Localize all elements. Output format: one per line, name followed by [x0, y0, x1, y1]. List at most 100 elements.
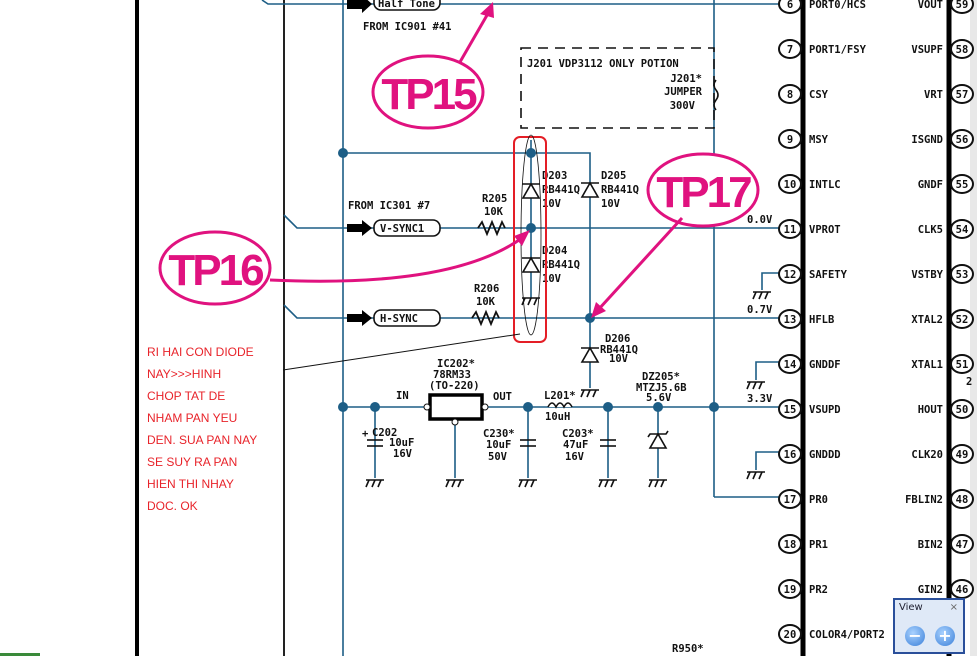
jumper-type: JUMPER [664, 86, 703, 98]
pin-circle [778, 309, 802, 329]
ic202-ref: IC202* [437, 358, 475, 370]
note-line: CHOP TAT DE [147, 389, 225, 403]
note-line: NAY>>>HINH [147, 367, 221, 381]
ic202-out: OUT [493, 391, 512, 403]
pin-name: GNDF [918, 179, 943, 191]
pin-number: 56 [956, 134, 969, 146]
pin-name: PORT0/HCS [809, 0, 866, 11]
r206-value: 10K [476, 296, 496, 308]
resistor-r206 [471, 309, 500, 327]
pin-number: 47 [956, 539, 969, 551]
note-line: HIEN THI NHAY [147, 477, 234, 491]
pin-number: 46 [956, 584, 969, 596]
jumper-title: J201 VDP3112 ONLY POTION [527, 58, 679, 70]
pin-circle [950, 129, 974, 149]
pin-circle [950, 219, 974, 239]
r205-value: 10K [484, 206, 504, 218]
tp16-label: TP16 [168, 246, 263, 295]
zener-dz205 [647, 430, 669, 449]
pin-number: 52 [956, 314, 969, 326]
jumper-ref: J201* [670, 73, 702, 85]
pin-number: 53 [956, 269, 969, 281]
pin-circle [950, 0, 974, 14]
c202-ref: + [362, 428, 368, 440]
pin-number: 54 [956, 224, 969, 236]
ic202-part: 78RM33 [433, 369, 471, 381]
dz205-part: MTZJ5.6B [636, 382, 687, 394]
d205-ref: D205 [601, 170, 626, 182]
dz205-v: 5.6V [646, 392, 672, 404]
resistor-r205 [477, 219, 506, 237]
tp16-annotation: TP16 [158, 230, 530, 306]
pin-name: CSY [809, 89, 829, 101]
voltage-pin15: 3.3V [747, 393, 773, 405]
pin-name: PORT1/FSY [809, 44, 867, 56]
pin-name: HFLB [809, 314, 834, 326]
pin-number: 20 [784, 629, 797, 641]
hsync-label: H-SYNC [380, 313, 418, 325]
r205-ref: R205 [482, 193, 507, 205]
pin-name: CLK20 [911, 449, 943, 461]
voltage-pin13: 0.7V [747, 304, 773, 316]
pin-circle [778, 444, 802, 464]
pin-circle [778, 534, 802, 554]
pin-number: 49 [956, 449, 969, 461]
pin-circle [950, 39, 974, 59]
pin-name: VSTBY [911, 269, 943, 281]
pin-number: 14 [784, 359, 797, 371]
close-icon[interactable]: × [949, 602, 958, 613]
pin-name: XTAL1 [911, 359, 943, 371]
pin-name: VPROT [809, 224, 841, 236]
dz205-ref: DZ205* [642, 371, 680, 383]
c230-value: 10uF [486, 439, 511, 451]
edge-label: 2 [966, 376, 972, 388]
pin-number: 10 [784, 179, 797, 191]
diode-d206 [580, 346, 600, 363]
view-panel: View × − + [893, 598, 965, 654]
d205-v: 10V [601, 198, 621, 210]
c203-ref: C203* [562, 428, 594, 440]
pin-name: GNDDD [809, 449, 841, 461]
pin-name: VRT [924, 89, 943, 101]
pin-number: 59 [956, 0, 969, 11]
signal-tags [347, 0, 441, 327]
pin-number: 6 [787, 0, 793, 11]
tp17-annotation: TP17 [591, 152, 760, 318]
pin-name: XTAL2 [911, 314, 943, 326]
pin-circle [778, 489, 802, 509]
pin-number: 58 [956, 44, 969, 56]
pin-number: 18 [784, 539, 797, 551]
capacitors [367, 439, 616, 447]
c230-ref: C230* [483, 428, 515, 440]
pin-circle [778, 219, 802, 239]
diode-d205 [580, 181, 600, 198]
vsync-label: V-SYNC1 [380, 223, 424, 235]
pin-circle [778, 174, 802, 194]
pin-name: GNDDF [809, 359, 841, 371]
pin-circle [778, 39, 802, 59]
pin-circle [778, 579, 802, 599]
d203-ref: D203 [542, 170, 567, 182]
pin-circle [950, 309, 974, 329]
pin-name: CLK5 [918, 224, 943, 236]
from-ic901-label: FROM IC901 #41 [363, 21, 452, 33]
d206-part: RB441Q [600, 344, 638, 356]
c202-value: 10uF [389, 437, 414, 449]
pin-circle [950, 354, 974, 374]
pin-number: 17 [784, 494, 797, 506]
pin-number: 7 [787, 44, 793, 56]
zoom-out-button[interactable]: − [905, 626, 925, 646]
note-line: NHAM PAN YEU [147, 411, 237, 425]
ic202-in: IN [396, 390, 409, 402]
scroll-indicator [0, 653, 40, 656]
voltage-pin11: 0.0V [747, 214, 773, 226]
d204-v: 10V [542, 273, 562, 285]
pin-name: FBLIN2 [905, 494, 943, 506]
c203-v: 16V [565, 451, 585, 463]
pin-name: COLOR4/PORT2 [809, 629, 885, 641]
c202-ref-label: C202 [372, 427, 397, 439]
pin-number: 12 [784, 269, 797, 281]
tp17-label: TP17 [656, 168, 751, 217]
pin-name: MSY [809, 134, 829, 146]
zoom-in-button[interactable]: + [935, 626, 955, 646]
